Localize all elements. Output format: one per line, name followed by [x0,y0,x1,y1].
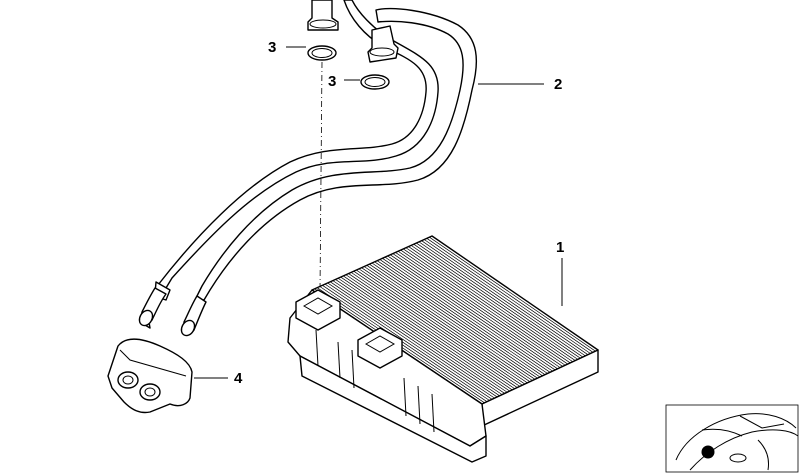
heater-core-fin [374,261,543,377]
heater-core-fin [330,281,500,397]
heater-core-fin [361,267,531,382]
heater-core-fin [340,276,510,392]
heater-core-fin [345,274,515,390]
heater-core-fin [369,263,538,379]
heater-core-fin [327,282,498,398]
heater-core-fin [348,273,518,388]
heater-core-fins [314,236,596,404]
heater-core-fin [356,269,526,385]
heater-core-fin [377,260,546,375]
car-location-inset [665,404,799,473]
heater-core-fin [418,241,586,357]
heater-core-fin [387,255,556,371]
o-ring-upper[interactable] [307,45,337,61]
pipe-holder[interactable] [107,338,193,414]
heater-core-fin [358,268,528,384]
heater-core-fin [423,239,591,354]
heater-core-fin [382,258,551,373]
heater-core-fin [379,259,548,374]
car-location-icon [675,413,799,471]
heater-core-fin [395,252,563,367]
heater-core-fin [397,250,566,366]
pipe-end-right [180,295,207,337]
callout-4: 4 [234,370,243,387]
callout-3-upper: 3 [268,39,276,56]
callout-2: 2 [554,76,562,93]
heater-core-fin [343,275,513,391]
heater-core-fin [371,262,541,378]
assembly-axis-line [319,61,323,291]
heater-core-fin [392,253,561,368]
pipe-end-left [138,281,171,329]
heater-core-fin [384,256,553,372]
heater-core-fin [421,240,589,355]
heater-core-fin [416,242,584,358]
heater-core-fin [426,238,594,353]
heater-core-fin [366,265,536,380]
heater-core-fin [363,266,533,381]
callout-1: 1 [556,239,564,256]
heater-core-fin [324,283,495,399]
heater-core-fin [335,279,505,394]
heater-core-fin [319,286,490,401]
heater-core-fin [400,249,568,365]
heater-core-fin [429,236,596,352]
heater-core-fin [350,272,521,387]
heater-core-fin [353,270,523,386]
heater-core[interactable] [287,235,599,463]
heater-core-fin [403,248,571,364]
coolant-pipe-assembly[interactable] [137,0,478,338]
heater-core-fin [332,280,503,395]
heater-core-fin [337,277,508,393]
heater-core-fin [322,285,493,400]
heater-core-fin [390,254,558,370]
heater-core-fin [413,243,581,359]
heater-core-fin [410,245,579,360]
heater-core-fin [405,247,573,363]
o-ring-lower[interactable] [360,74,390,90]
callout-3-lower: 3 [328,73,336,90]
heater-core-fin [408,246,576,361]
